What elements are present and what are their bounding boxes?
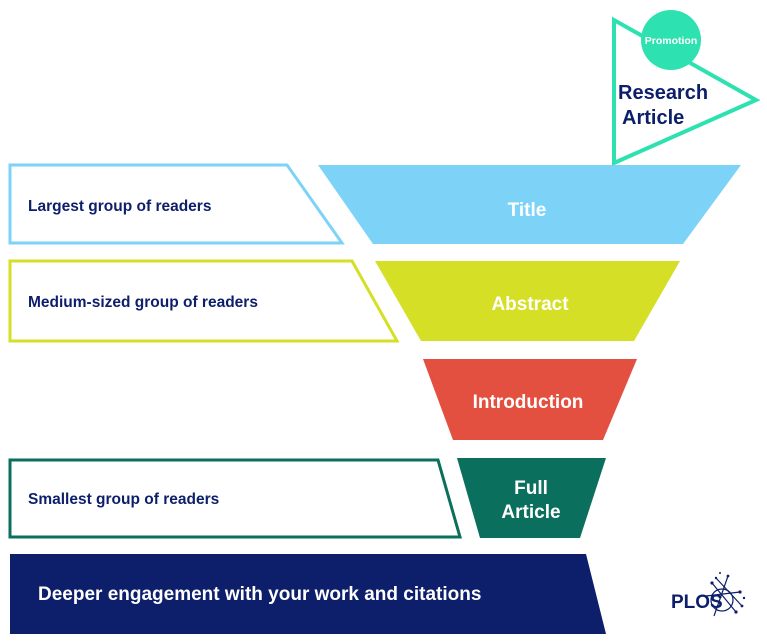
funnel-stage-abstract-label: Abstract (491, 294, 569, 315)
plos-logo-dots (710, 572, 746, 614)
funnel-stage-introduction-label: Introduction (473, 392, 584, 413)
funnel-stage-full-article-label-line2: Article (501, 502, 560, 523)
flag-title-line2: Article (622, 107, 684, 129)
plos-logo-mark (705, 575, 743, 617)
audience-box-smallest-label: Smallest group of readers (28, 491, 219, 508)
funnel-stage-title (318, 165, 741, 244)
funnel-stage-full-article-label-line1: Full (514, 478, 548, 499)
plos-logo: PLOS (671, 572, 746, 617)
flag-title-line1: Research (618, 82, 708, 104)
audience-box-largest-label: Largest group of readers (28, 198, 211, 215)
promotion-flag: Promotion Research Article (612, 10, 761, 167)
funnel-stage-introduction (423, 359, 637, 440)
audience-box-medium (8, 259, 400, 343)
promotion-badge-label: Promotion (645, 35, 698, 47)
promotion-badge-circle (641, 10, 701, 70)
funnel-stage-title-label: Title (508, 200, 547, 221)
audience-box-smallest (8, 458, 462, 539)
engagement-banner (10, 554, 606, 634)
audience-box-largest (8, 163, 345, 245)
funnel-stage-abstract (375, 261, 680, 341)
audience-box-medium-label: Medium-sized group of readers (28, 294, 258, 311)
funnel-stage-full-article (457, 458, 606, 538)
engagement-banner-label: Deeper engagement with your work and cit… (38, 584, 481, 605)
plos-logo-text: PLOS (671, 592, 723, 613)
